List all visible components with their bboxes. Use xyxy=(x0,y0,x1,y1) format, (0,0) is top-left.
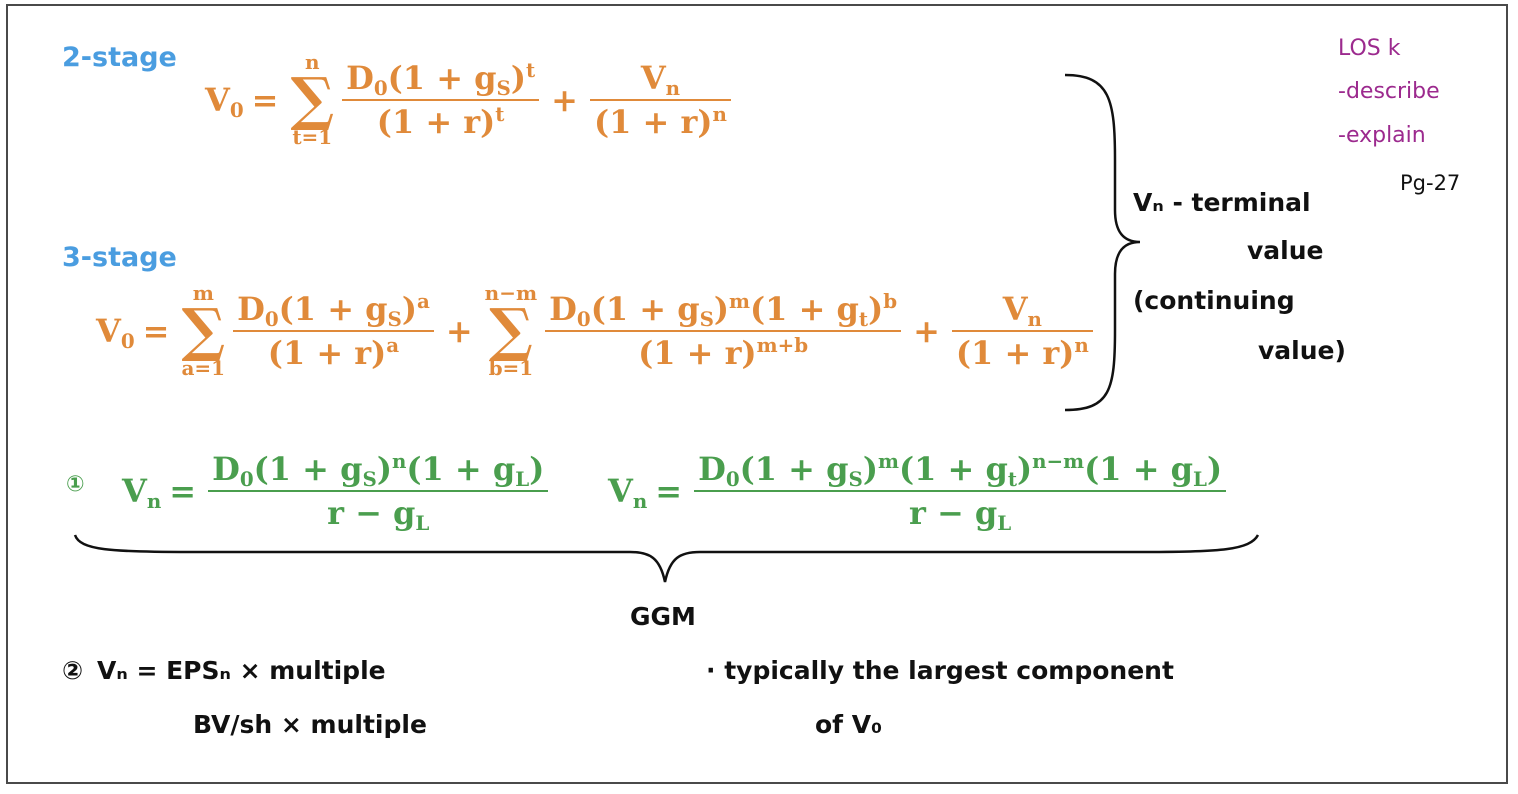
bullet-line2: of V₀ xyxy=(815,710,883,739)
ggm-formula-three-stage: Vn = D0(1 + gS)m(1 + gt)n−m(1 + gL) r − … xyxy=(608,450,1230,533)
vn-term: Vn xyxy=(608,472,648,513)
second-stage-fraction: D0(1 + gS)m(1 + gt)b (1 + r)m+b xyxy=(545,290,902,372)
v0-term: V0 xyxy=(96,311,135,353)
two-stage-label: 2-stage xyxy=(62,42,177,73)
terminal-value-fraction: Vn (1 + r)n xyxy=(589,59,731,141)
terminal-value-line1: Vₙ - terminal xyxy=(1133,188,1311,217)
los-note: LOS k xyxy=(1338,36,1401,61)
note-frame xyxy=(6,4,1508,784)
terminal-value-fraction: Vn (1 + r)n xyxy=(951,290,1093,372)
multiples-line2: BV/sh × multiple xyxy=(193,710,427,739)
terminal-value-line3: (continuing xyxy=(1133,286,1295,315)
terminal-value-line4: value) xyxy=(1258,336,1346,365)
bottom-brace-icon xyxy=(73,534,1260,583)
bullet-line1: · typically the largest component xyxy=(706,656,1174,685)
terminal-value-line2: value xyxy=(1247,236,1324,265)
ggm-formula-two-stage: Vn = D0(1 + gS)n(1 + gL) r − gL xyxy=(122,450,552,533)
right-brace-icon xyxy=(1064,73,1141,412)
summation-sign: n−m ∑ b=1 xyxy=(484,281,538,381)
first-stage-fraction: D0(1 + gS)a (1 + r)a xyxy=(233,290,434,372)
circle-one-marker: ① xyxy=(66,472,85,497)
v0-term: V0 xyxy=(205,80,244,122)
three-stage-label: 3-stage xyxy=(62,242,177,273)
explain-note: -explain xyxy=(1338,123,1426,148)
ggm-fraction: D0(1 + gS)n(1 + gL) r − gL xyxy=(208,450,549,533)
two-stage-formula: V0 = n ∑ t=1 D0(1 + gS)t (1 + r)t + Vn (… xyxy=(205,52,735,147)
summation-sign: m ∑ a=1 xyxy=(181,281,226,381)
multiples-line1: Vₙ = EPSₙ × multiple xyxy=(97,656,386,685)
describe-note: -describe xyxy=(1338,79,1440,104)
ggm-fraction: D0(1 + gS)m(1 + gt)n−m(1 + gL) r − gL xyxy=(694,450,1227,533)
ggm-label: GGM xyxy=(630,602,696,631)
page-reference: Pg-27 xyxy=(1400,171,1461,195)
dividend-fraction: D0(1 + gS)t (1 + r)t xyxy=(342,59,540,141)
three-stage-formula: V0 = m ∑ a=1 D0(1 + gS)a (1 + r)a + n−m … xyxy=(96,283,1097,378)
vn-term: Vn xyxy=(122,472,162,513)
circle-two-marker: ② xyxy=(62,656,84,685)
summation-sign: n ∑ t=1 xyxy=(290,50,335,150)
